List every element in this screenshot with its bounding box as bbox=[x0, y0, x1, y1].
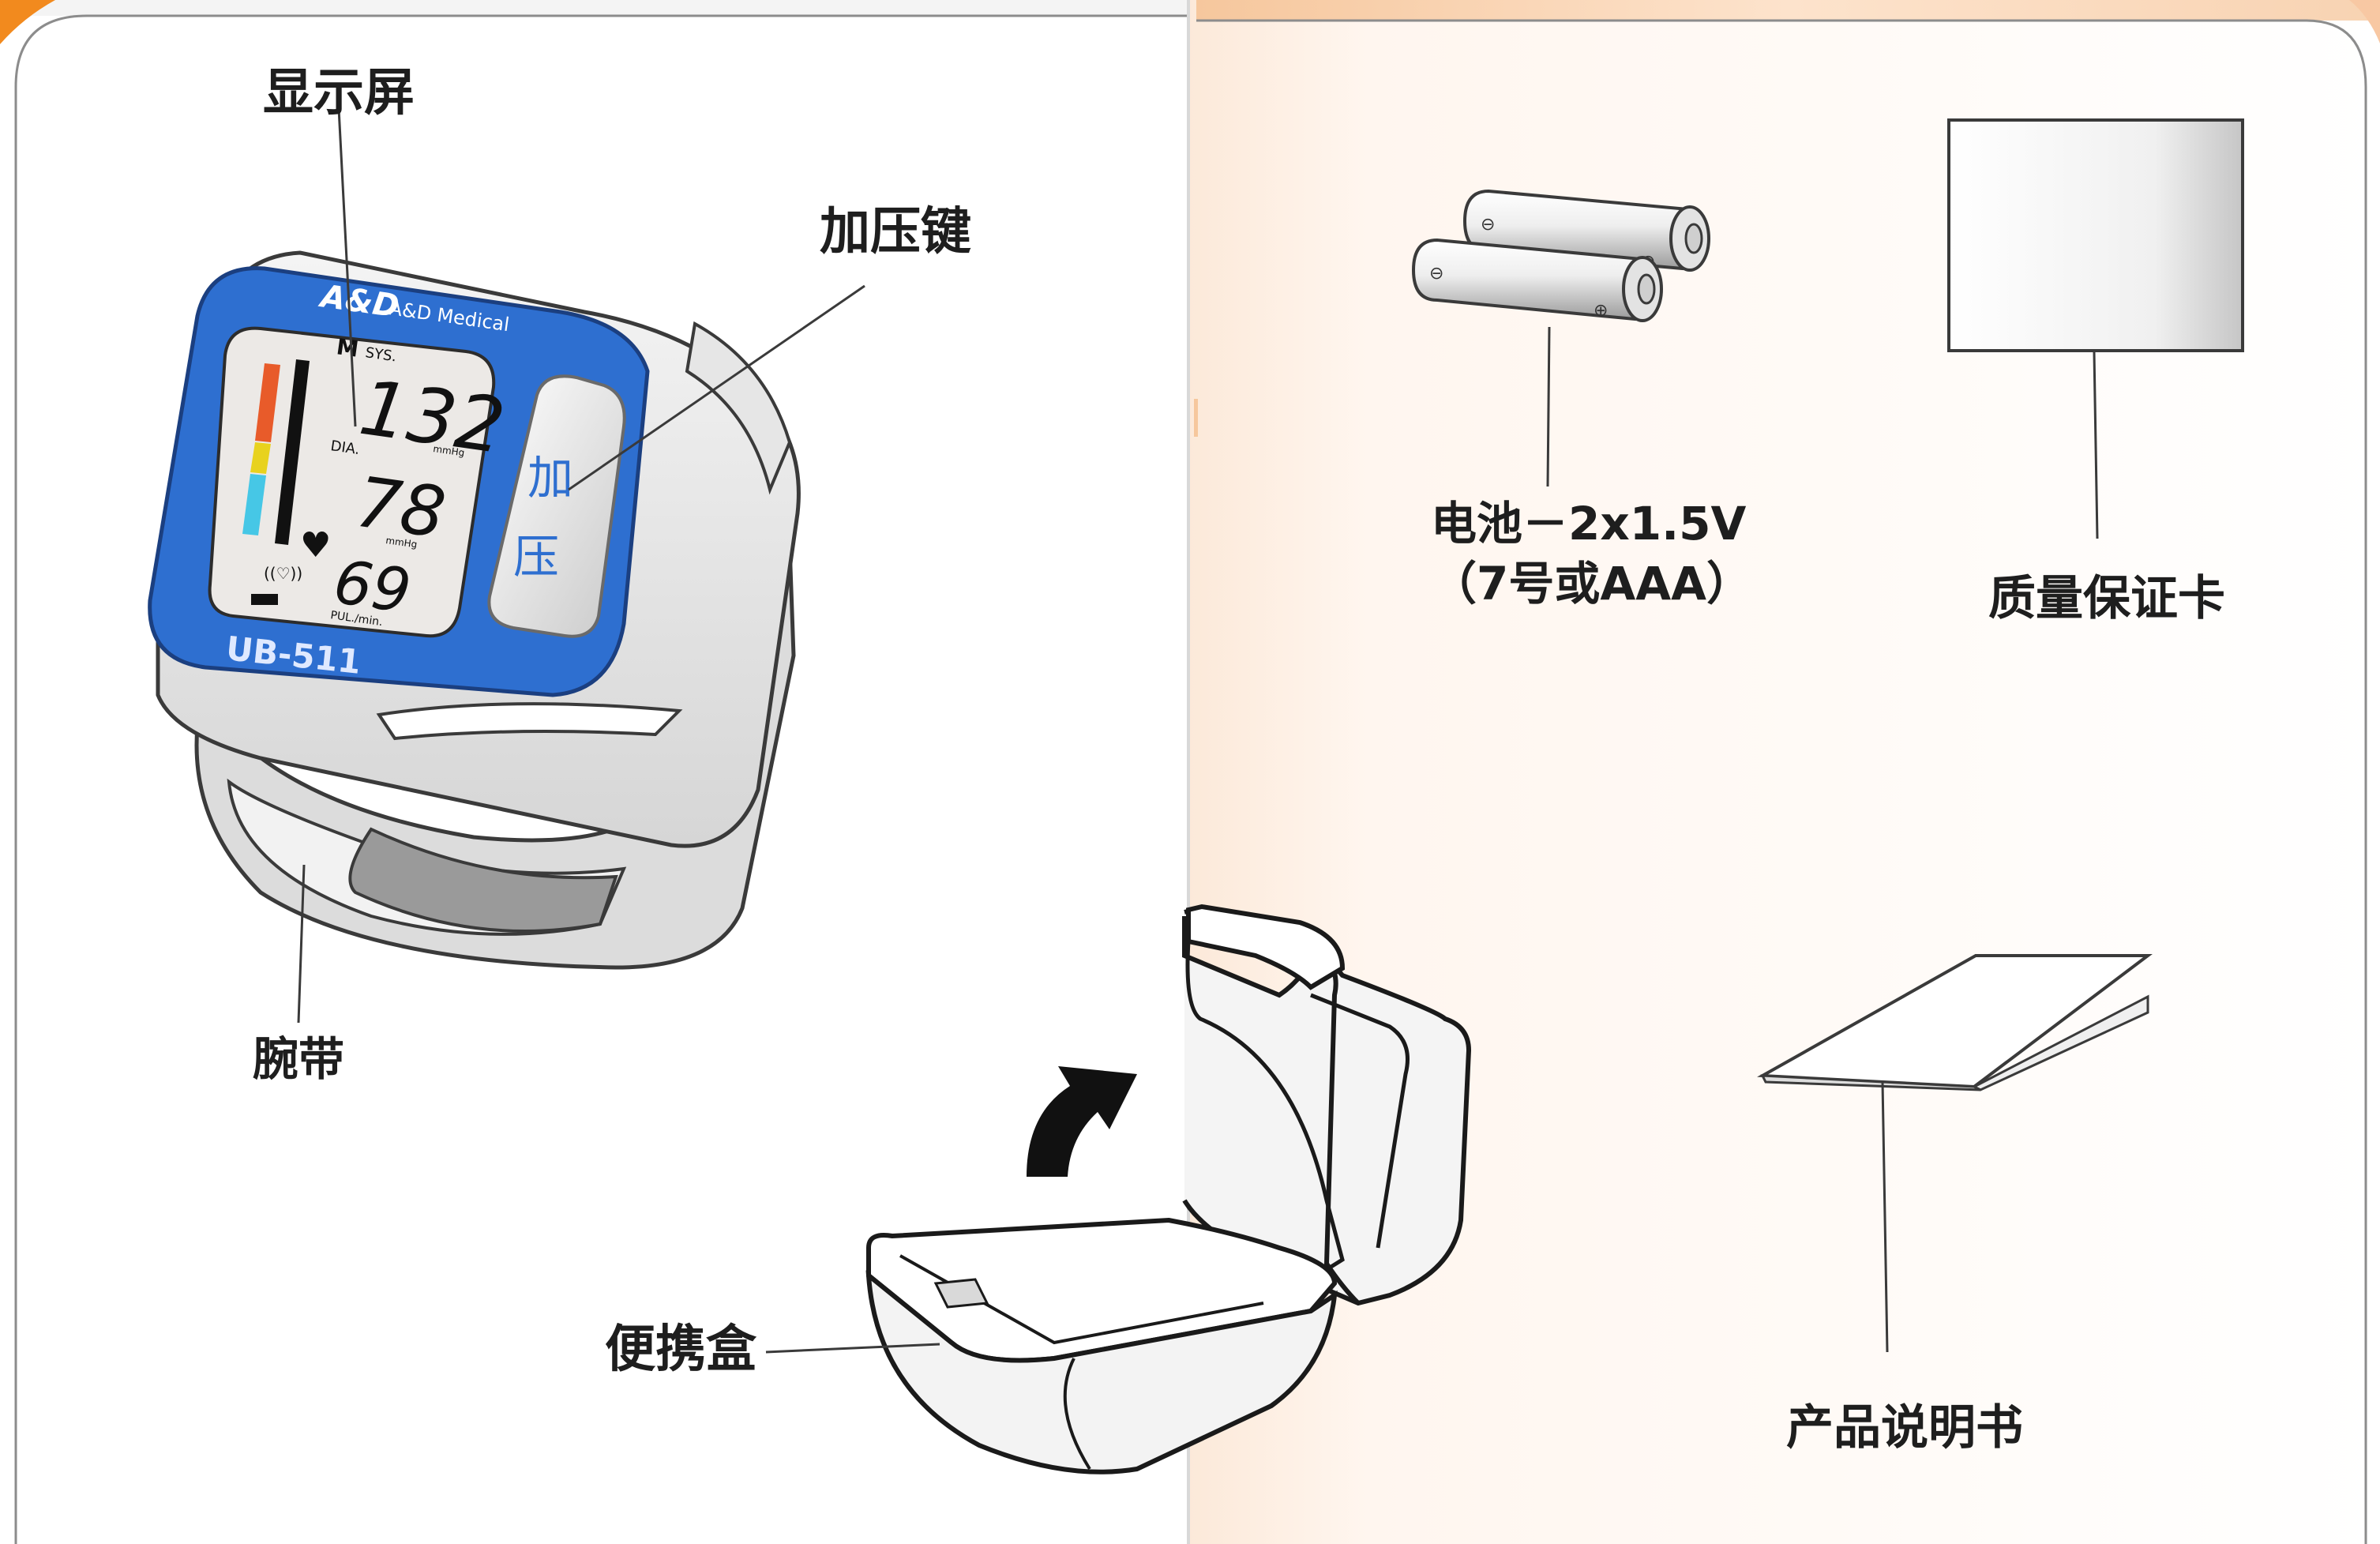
svg-text:♥: ♥ bbox=[300, 525, 331, 565]
label-carrying-case: 便携盒 bbox=[605, 1320, 756, 1379]
callout-lines bbox=[297, 92, 2099, 1354]
manual-illustration bbox=[1757, 954, 2153, 1091]
dia-unit: mmHg bbox=[385, 535, 419, 550]
batteries-illustration: ⊖ ⊕ ⊖ ⊕ bbox=[1411, 189, 1710, 322]
warranty-card-illustration bbox=[1947, 118, 2244, 352]
label-display: 显示屏 bbox=[263, 64, 415, 122]
svg-text:⊕: ⊕ bbox=[1594, 301, 1608, 321]
dia-value: 78 bbox=[351, 461, 450, 554]
svg-text:⊖: ⊖ bbox=[1481, 215, 1495, 235]
device-illustration: A&D A&D Medical ♥ M SYS. 132 mmHg DIA. 7… bbox=[148, 250, 801, 970]
pulse-value: 69 bbox=[329, 547, 415, 627]
label-warranty-card: 质量保证卡 bbox=[1988, 571, 2225, 626]
memory-mark: M bbox=[335, 333, 360, 363]
svg-text:((♡)): ((♡)) bbox=[264, 564, 302, 583]
case-illustration bbox=[865, 903, 1472, 1475]
label-battery-type: （7号或AAA） bbox=[1431, 557, 1753, 610]
sys-value: 132 bbox=[355, 363, 510, 471]
label-inflate-key: 加压键 bbox=[820, 203, 971, 261]
sys-unit: mmHg bbox=[433, 443, 466, 458]
key-char-2: 压 bbox=[513, 530, 559, 584]
dia-label: DIA. bbox=[329, 438, 360, 458]
svg-text:⊖: ⊖ bbox=[1429, 264, 1443, 284]
label-battery: 电池－2x1.5V bbox=[1431, 497, 1747, 550]
key-char-1: 加 bbox=[527, 451, 573, 505]
label-manual: 产品说明书 bbox=[1786, 1400, 2023, 1456]
label-wrist-cuff: 腕带 bbox=[253, 1032, 345, 1086]
